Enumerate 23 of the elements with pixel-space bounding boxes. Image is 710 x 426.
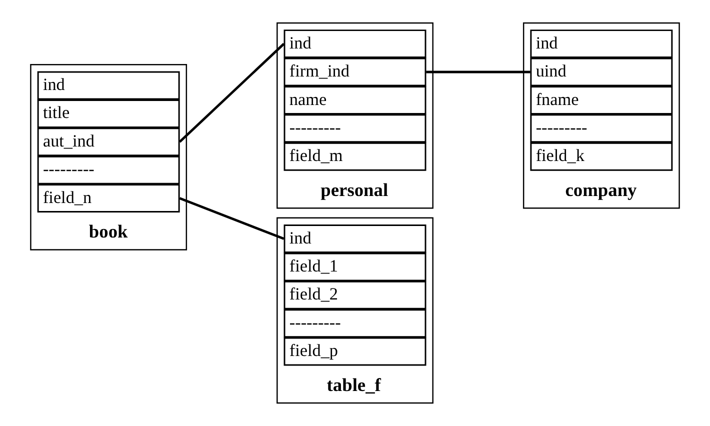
- connector: [426, 70, 530, 74]
- node-box: ind: [530, 30, 673, 58]
- node-box: title: [37, 99, 180, 128]
- node-box: field_2: [284, 280, 426, 310]
- node-box: ind: [284, 30, 426, 58]
- connector: [179, 197, 284, 240]
- node-box: ind: [284, 224, 426, 253]
- node-box: field_k: [530, 142, 673, 171]
- node-box: aut_ind: [37, 128, 180, 156]
- node-box: firm_ind: [284, 58, 426, 86]
- node-box: field_m: [284, 142, 426, 171]
- connector: [178, 42, 285, 143]
- node-box: field_n: [37, 184, 180, 213]
- node-box: uind: [530, 58, 673, 86]
- node-box: ind: [37, 71, 180, 100]
- node-box: name: [284, 86, 426, 114]
- node-box: ---------: [284, 309, 426, 338]
- node-box: ---------: [284, 114, 426, 143]
- node-box: field_1: [284, 252, 426, 282]
- node-box: field_p: [284, 337, 426, 366]
- node-box: fname: [530, 86, 673, 114]
- node-box: ---------: [530, 114, 673, 143]
- node-box: ---------: [37, 156, 180, 184]
